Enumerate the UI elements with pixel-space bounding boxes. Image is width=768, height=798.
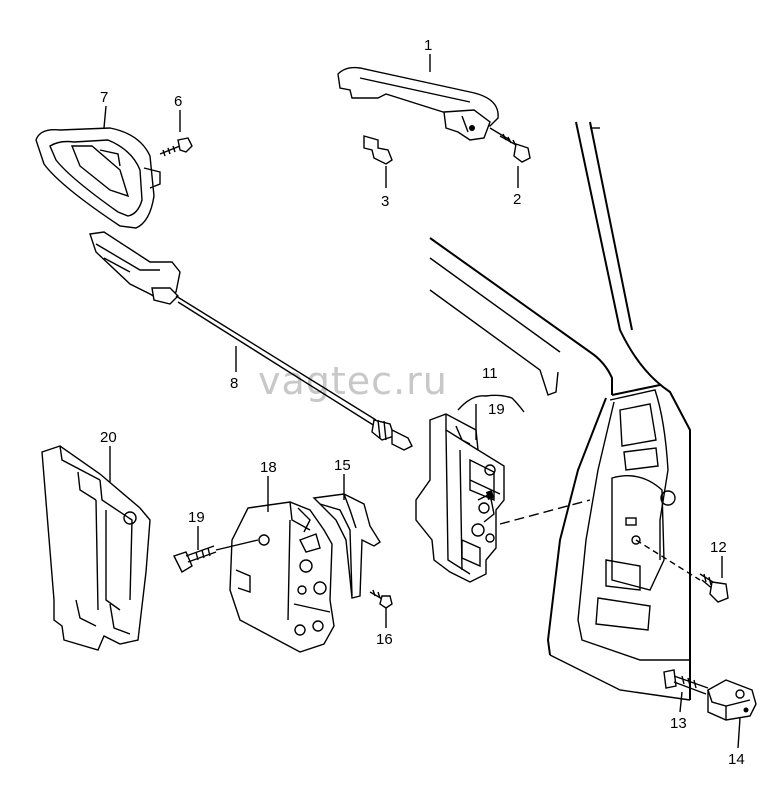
label-part-18: 18 — [260, 459, 277, 476]
door-lock-unit — [415, 413, 505, 583]
screw-part-2 — [499, 133, 531, 163]
label-part-16: 16 — [376, 631, 393, 648]
label-part-7: 7 — [100, 89, 108, 106]
label-part-3: 3 — [381, 193, 389, 210]
label-part-12: 12 — [710, 539, 727, 556]
label-part-13: 13 — [670, 715, 687, 732]
label-part-20: 20 — [100, 429, 117, 446]
watermark-text: vagtec.ru — [258, 359, 448, 403]
label-part-2: 2 — [513, 191, 521, 208]
clip-part-3 — [363, 135, 393, 165]
screw-part-12 — [699, 573, 729, 603]
bracket-part-15 — [312, 493, 381, 599]
label-part-19-left: 19 — [188, 509, 205, 526]
label-part-6: 6 — [174, 93, 182, 110]
label-part-15: 15 — [334, 457, 351, 474]
leader-lines — [103, 54, 741, 749]
part-labels: 1 2 3 6 7 8 11 19 20 18 15 19 16 12 13 1… — [100, 37, 745, 768]
label-part-11: 11 — [482, 365, 498, 382]
lock-cover-part-20 — [41, 445, 151, 651]
screw-part-13 — [663, 669, 709, 695]
lock-module-part-18 — [229, 501, 335, 653]
label-part-1: 1 — [424, 37, 432, 54]
label-part-14: 14 — [728, 751, 745, 768]
release-cable — [89, 231, 413, 451]
door-frame — [429, 121, 701, 701]
outer-door-handle — [337, 66, 511, 141]
interior-handle-trim — [35, 127, 161, 229]
screw-part-6 — [159, 137, 193, 157]
label-part-8: 8 — [230, 375, 238, 392]
label-part-19-top: 19 — [488, 401, 505, 418]
striker-part-14 — [707, 679, 757, 721]
screw-part-16 — [369, 589, 393, 609]
screw-part-19 — [173, 539, 259, 573]
